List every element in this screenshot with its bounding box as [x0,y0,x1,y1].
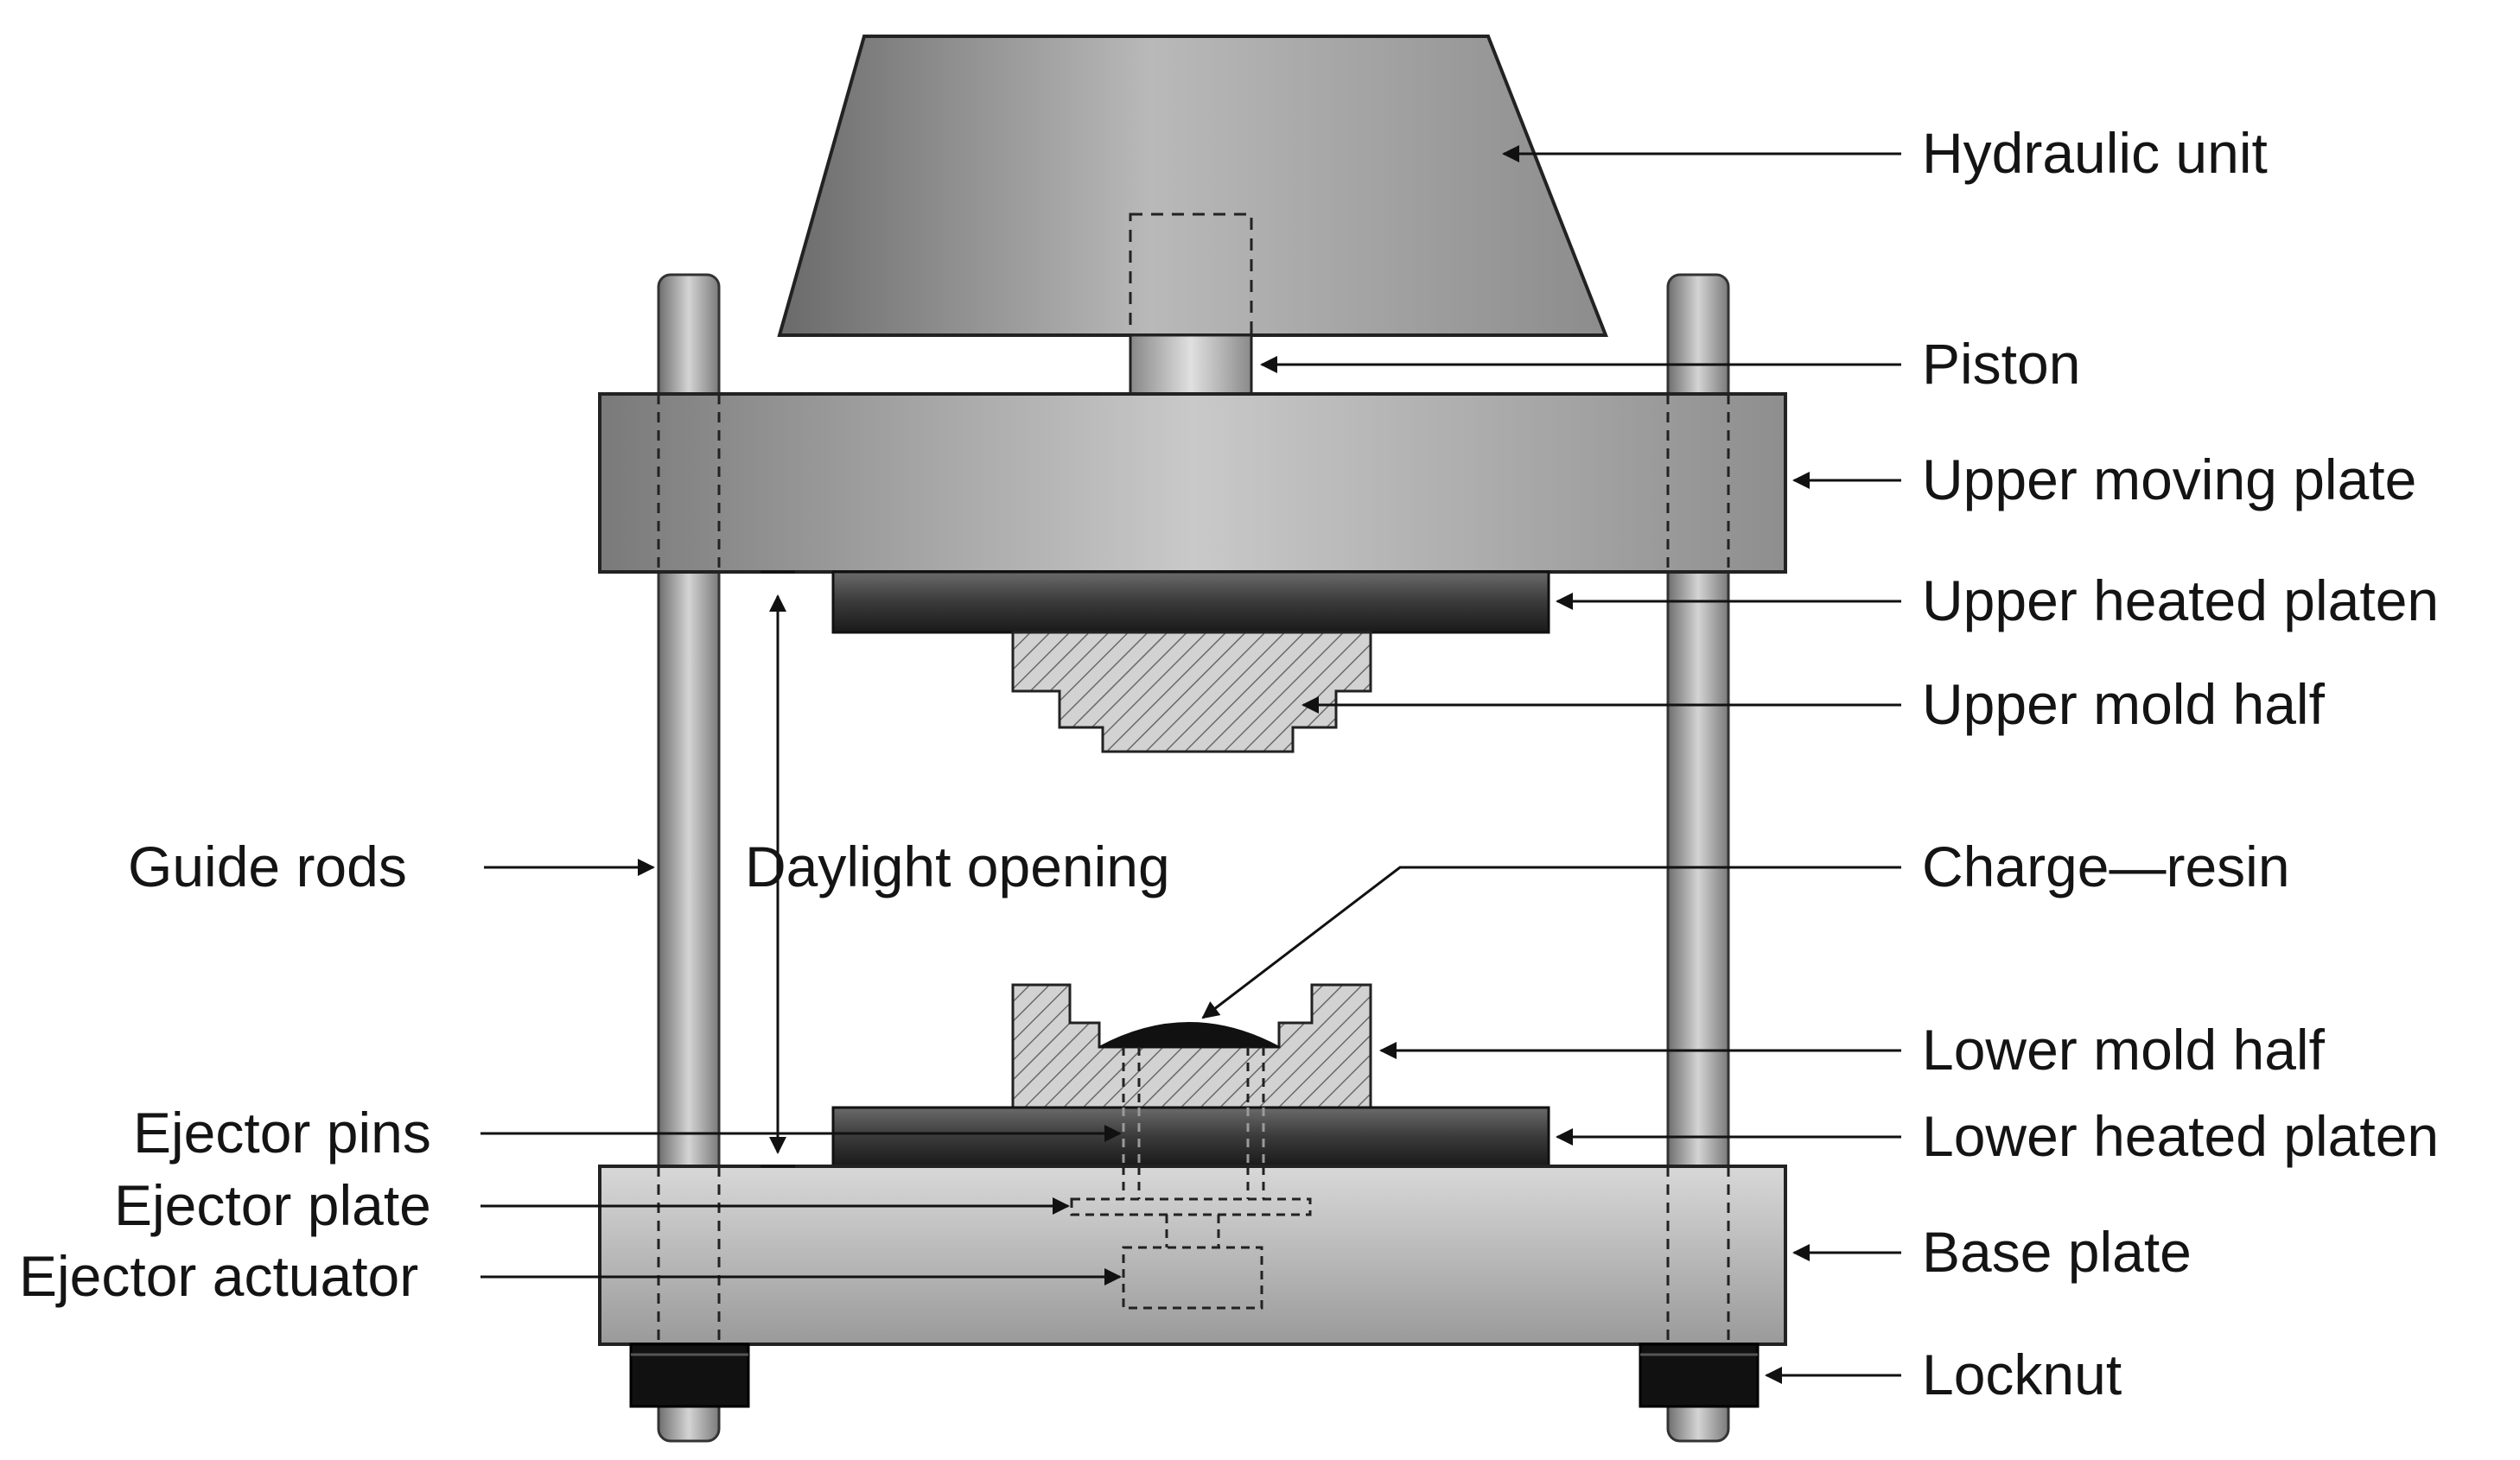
charge-resin [1098,1022,1280,1048]
label-base-plate: Base plate [1922,1220,2192,1284]
label-charge-resin: Charge—resin [1922,835,2290,898]
label-locknut: Locknut [1922,1343,2122,1406]
label-lower-heated-platen: Lower heated platen [1922,1104,2439,1168]
upper-mold-half [1011,631,1372,753]
base-plate [598,1165,1787,1346]
label-guide-rods: Guide rods [128,835,407,898]
label-upper-moving-plate: Upper moving plate [1922,448,2416,511]
label-ejector-actuator: Ejector actuator [19,1244,418,1308]
ejector-stem [1165,1215,1220,1247]
label-lower-mold-half: Lower mold half [1922,1018,2326,1082]
label-daylight-opening: Daylight opening [745,835,1170,898]
upper-heated-platen [831,570,1550,634]
ejector-pins-in-base [1122,1166,1265,1199]
label-ejector-plate: Ejector plate [114,1173,431,1237]
label-ejector-pins: Ejector pins [133,1101,431,1165]
label-upper-mold-half: Upper mold half [1922,672,2326,736]
ejector-pins-in-platen [1122,1108,1265,1166]
upper-moving-plate [598,392,1787,574]
lower-heated-platen [831,1106,1550,1168]
label-piston: Piston [1922,332,2080,396]
base-plate-rod-holes [657,1166,1730,1344]
right-leader-lines [1201,145,1901,1384]
piston [1129,333,1253,396]
ejector-actuator [1122,1246,1263,1310]
ejector-plate [1070,1197,1312,1216]
label-upper-heated-platen: Upper heated platen [1922,568,2439,632]
upper-plate-rod-holes [657,394,1730,572]
label-hydraulic-unit: Hydraulic unit [1922,121,2268,185]
hydraulic-unit [777,35,1608,337]
left-leader-lines [480,859,1122,1285]
